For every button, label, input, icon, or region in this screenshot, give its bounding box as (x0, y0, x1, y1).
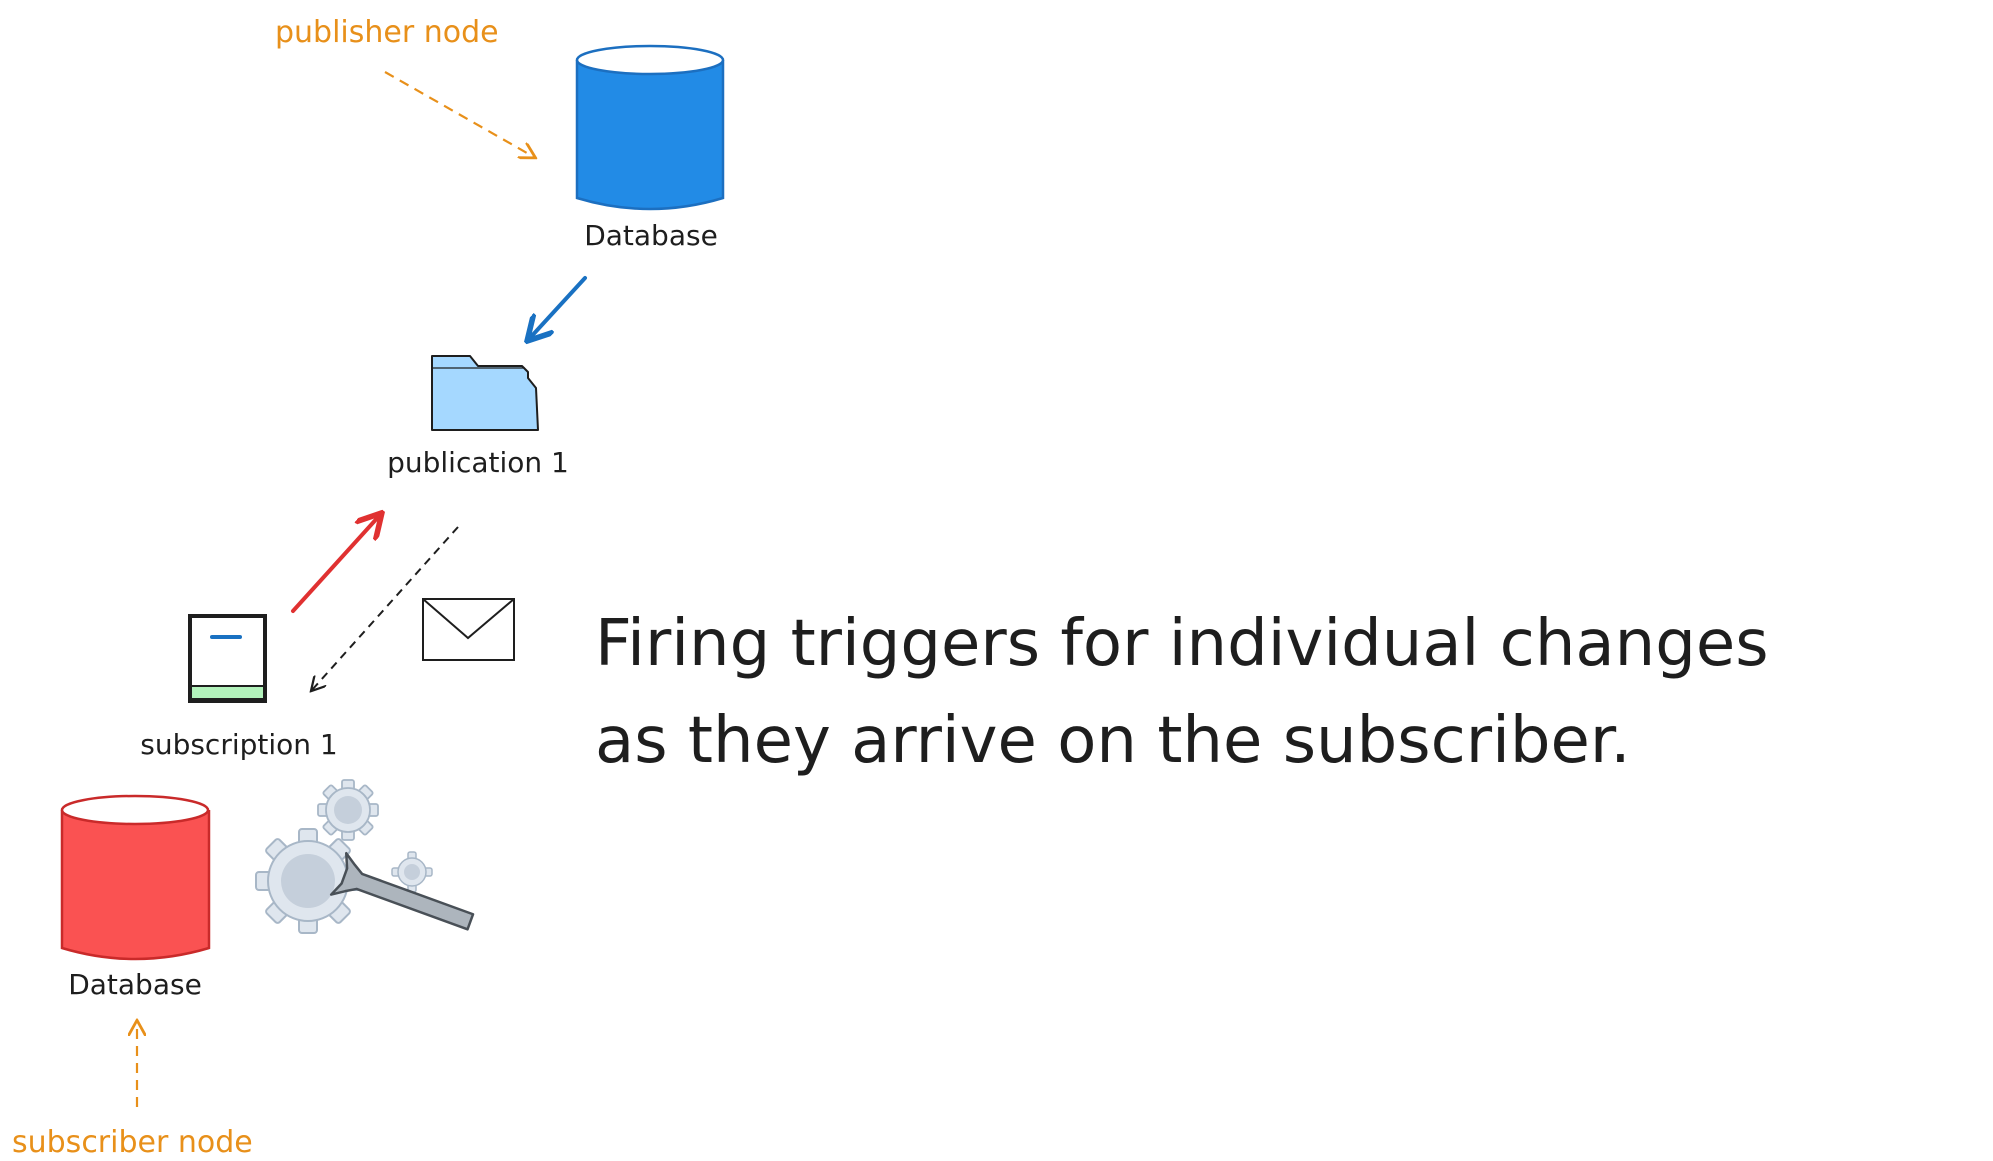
database-to-publication-arrow (529, 276, 587, 339)
subscriber-database-icon (60, 794, 211, 961)
publisher-node-label: publisher node (275, 15, 499, 50)
subscription-to-publication-arrow (291, 515, 380, 613)
subscription-label: subscription 1 (140, 728, 338, 761)
publisher-database-icon (575, 44, 725, 211)
publication-to-subscription-arrow (312, 526, 459, 690)
publication-label: publication 1 (387, 446, 569, 479)
publisher-node-arrow (384, 71, 534, 157)
publisher-database-label: Database (584, 219, 718, 252)
subscriber-node-label: subscriber node (12, 1125, 253, 1160)
subscription-icon (188, 614, 267, 703)
caption-line-1: Firing triggers for individual changes (595, 607, 1769, 681)
folder-icon (431, 355, 539, 431)
subscriber-database-label: Database (68, 968, 202, 1001)
envelope-icon (422, 598, 515, 661)
gears-wrench-icon (255, 779, 475, 934)
caption-line-2: as they arrive on the subscriber. (595, 704, 1631, 778)
